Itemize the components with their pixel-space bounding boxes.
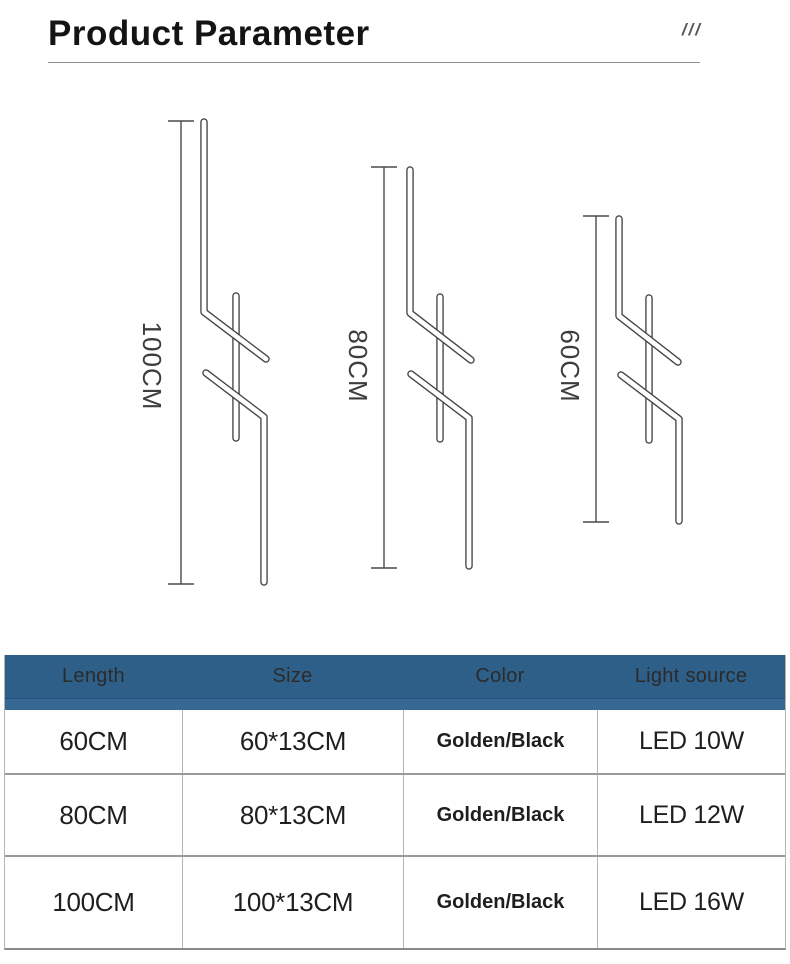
- table-row: 100CM 100*13CM Golden/Black LED 16W: [5, 855, 785, 948]
- header-bottom-strip: [5, 699, 785, 710]
- cell-length: 80CM: [59, 799, 128, 830]
- table-row: 80CM 80*13CM Golden/Black LED 12W: [5, 773, 785, 855]
- table-row: 60CM 60*13CM Golden/Black LED 10W: [5, 710, 785, 773]
- page-title: Product Parameter: [48, 14, 370, 53]
- cell-color: Golden/Black: [403, 775, 597, 855]
- spec-table-header: Length Size Color Light source: [5, 655, 785, 699]
- spec-table: Length Size Color Light source 60CM 60*1…: [4, 655, 786, 950]
- lamp-outline-100cm: [200, 118, 270, 586]
- column-header-size: Size: [272, 665, 313, 687]
- cell-color: Golden/Black: [403, 710, 597, 773]
- column-header-length: Length: [62, 665, 125, 687]
- dimension-line-100cm: 100CM: [137, 120, 194, 585]
- dim-label-60cm: 60CM: [555, 329, 585, 402]
- cell-length: 100CM: [52, 887, 135, 917]
- size-diagram: 100CM 80CM: [137, 118, 683, 586]
- cell-size: 60*13CM: [182, 710, 403, 773]
- cell-size: 100*13CM: [182, 857, 403, 948]
- title-divider: [48, 62, 700, 63]
- dimension-line-60cm: 60CM: [555, 215, 609, 523]
- cell-color: Golden/Black: [403, 857, 597, 948]
- lamp-outline-60cm: [615, 215, 683, 525]
- cell-length: 60CM: [59, 726, 128, 756]
- dim-label-100cm: 100CM: [137, 322, 167, 411]
- dimension-line-80cm: 80CM: [343, 166, 397, 569]
- cell-light-source: LED 16W: [597, 857, 785, 948]
- slashes-decoration: ///: [681, 20, 702, 39]
- column-header-color: Color: [475, 665, 525, 687]
- lamp-outline-80cm: [406, 166, 475, 570]
- dim-label-80cm: 80CM: [343, 329, 373, 402]
- cell-light-source: LED 10W: [597, 710, 785, 773]
- column-header-light-source: Light source: [634, 665, 748, 687]
- cell-size: 80*13CM: [182, 775, 403, 855]
- cell-light-source: LED 12W: [597, 775, 785, 855]
